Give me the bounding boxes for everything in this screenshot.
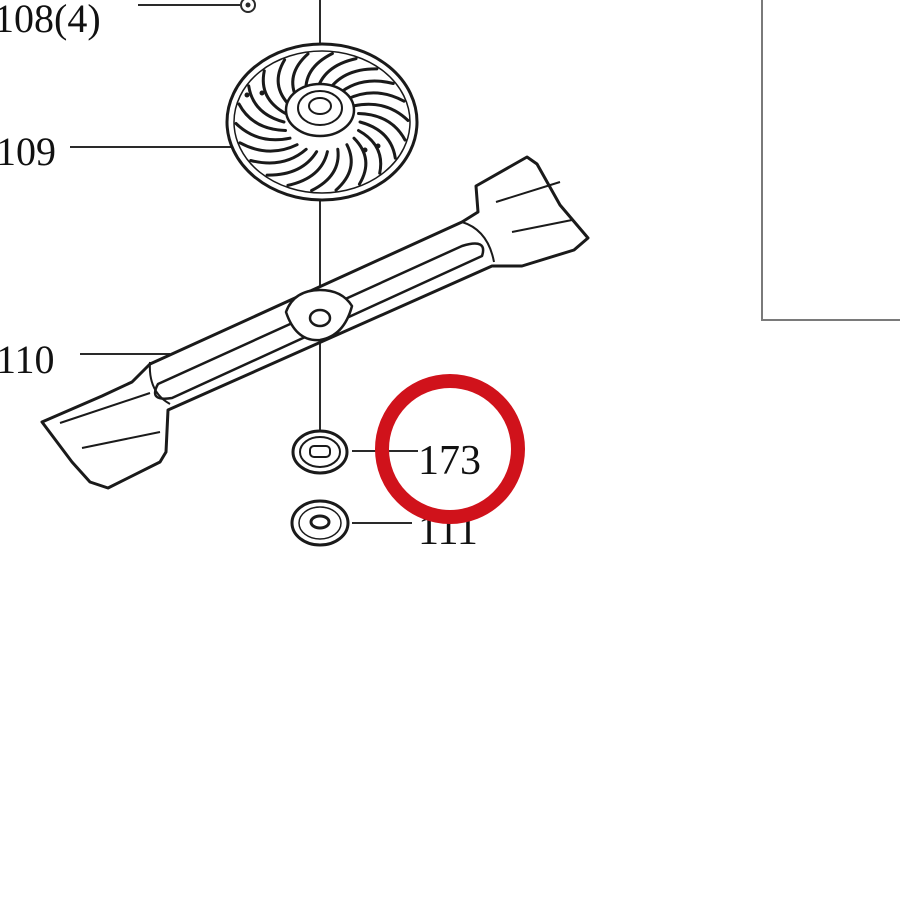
fan-blade	[334, 143, 353, 192]
callout-173: 173	[418, 438, 481, 484]
fan-blade	[247, 84, 286, 124]
fan-blade	[261, 69, 287, 115]
fan-blade	[352, 136, 368, 186]
fan-blade	[265, 150, 319, 177]
fan-blade	[286, 150, 329, 187]
screw-108	[138, 0, 256, 13]
fan-blade	[249, 147, 308, 165]
fan-blade	[234, 122, 292, 142]
fan-109	[70, 42, 419, 202]
fan-blade	[352, 102, 410, 122]
washer-173	[291, 429, 418, 475]
frame-box-outline	[761, 0, 900, 321]
callout-110: 110	[0, 337, 55, 382]
fan-blade	[310, 147, 340, 192]
callout-108: 108(4)	[0, 0, 101, 41]
nut-washer-111	[290, 499, 412, 547]
fan-blade	[345, 91, 406, 103]
fan-blade	[238, 141, 299, 153]
fan-blade	[357, 112, 407, 142]
blade-110	[40, 155, 590, 490]
callout-109: 109	[0, 129, 56, 174]
fan-blade	[357, 129, 383, 175]
highlight-circle	[375, 374, 525, 524]
fan-blade	[358, 120, 397, 160]
fan-blade	[237, 102, 287, 132]
